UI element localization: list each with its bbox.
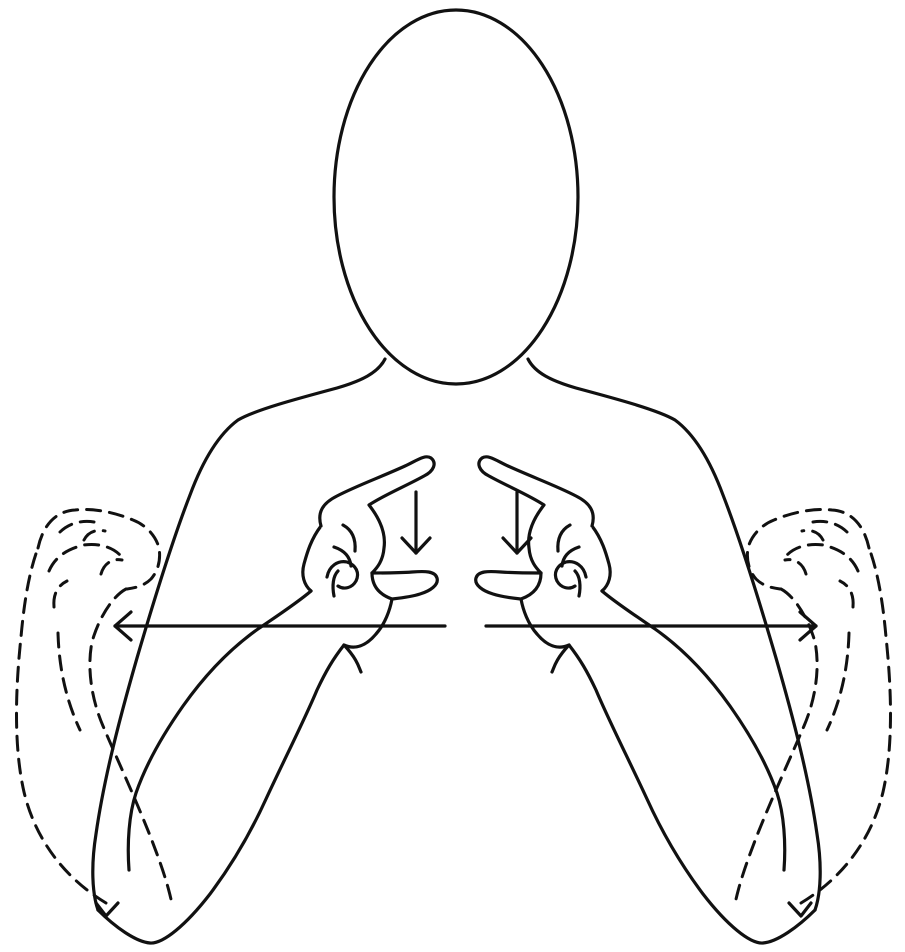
arrow-left-icon	[115, 612, 445, 640]
arrow-down-icon	[503, 492, 531, 553]
right-hand	[476, 457, 593, 647]
arrow-down-left-icon	[96, 903, 118, 916]
body-outline	[93, 10, 820, 910]
arrow-down-right-icon	[789, 903, 811, 916]
left-arm-final-position	[98, 526, 361, 943]
left-hand	[320, 457, 437, 647]
head	[334, 10, 578, 384]
right-arm-start-position	[735, 509, 891, 904]
arrow-down-icon	[402, 492, 430, 553]
